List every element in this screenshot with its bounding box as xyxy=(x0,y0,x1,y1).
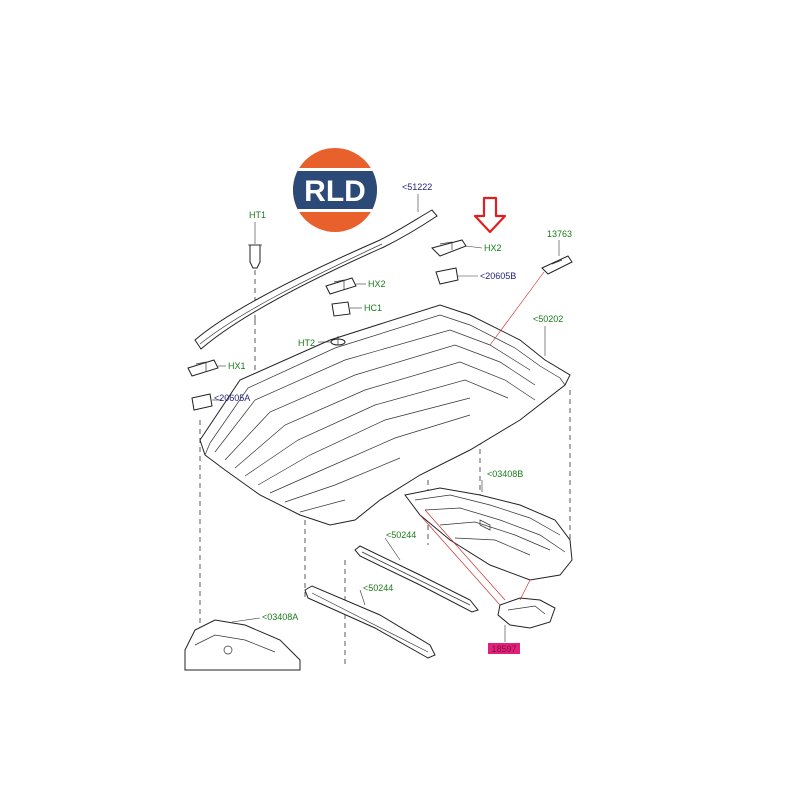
red-down-arrow-icon xyxy=(473,196,507,234)
label-hx1: HX1 xyxy=(228,361,246,371)
roof-moulding-51222 xyxy=(194,209,438,350)
logo-blue-band xyxy=(293,170,377,210)
stud-ht2 xyxy=(318,336,346,346)
clip-20605a xyxy=(191,393,222,411)
label-ht2: HT2 xyxy=(298,338,315,348)
front-header-03408a xyxy=(184,617,301,671)
label-highlight: 18597 xyxy=(491,644,516,654)
clip-ht1 xyxy=(248,222,262,269)
label-hc1: HC1 xyxy=(364,303,382,313)
rear-header-03408b xyxy=(404,480,573,581)
label-20605a: <20605A xyxy=(214,393,250,403)
logo-text: RLD xyxy=(304,175,366,208)
label-50244-upper: <50244 xyxy=(386,530,416,540)
bracket-hx1 xyxy=(187,359,226,377)
highlighted-callout: 18597 xyxy=(488,643,520,654)
bracket-highlighted xyxy=(419,509,556,642)
label-hx2-mid: HX2 xyxy=(368,279,386,289)
label-ht1: HT1 xyxy=(249,210,266,220)
label-51222: <51222 xyxy=(402,182,432,192)
clip-hc1 xyxy=(331,301,362,317)
bracket-hx2-mid xyxy=(325,277,366,295)
label-20605b: <20605B xyxy=(480,271,516,281)
highlight-badge xyxy=(488,643,520,654)
label-50244-lower: <50244 xyxy=(363,583,393,593)
label-03408b: <03408B xyxy=(487,469,523,479)
rld-logo: RLD xyxy=(293,148,377,232)
label-03408a: <03408A xyxy=(262,612,298,622)
label-13763: 13763 xyxy=(547,229,572,239)
roof-panel-50202 xyxy=(199,304,571,526)
roof-bow-50244-upper xyxy=(354,537,479,613)
roof-bow-50244-lower xyxy=(304,585,436,659)
clip-20605b xyxy=(435,267,478,285)
part-13763 xyxy=(489,240,573,346)
bracket-hx2-top xyxy=(431,239,483,257)
label-50202: <50202 xyxy=(533,314,563,324)
label-hx2-top: HX2 xyxy=(484,243,502,253)
